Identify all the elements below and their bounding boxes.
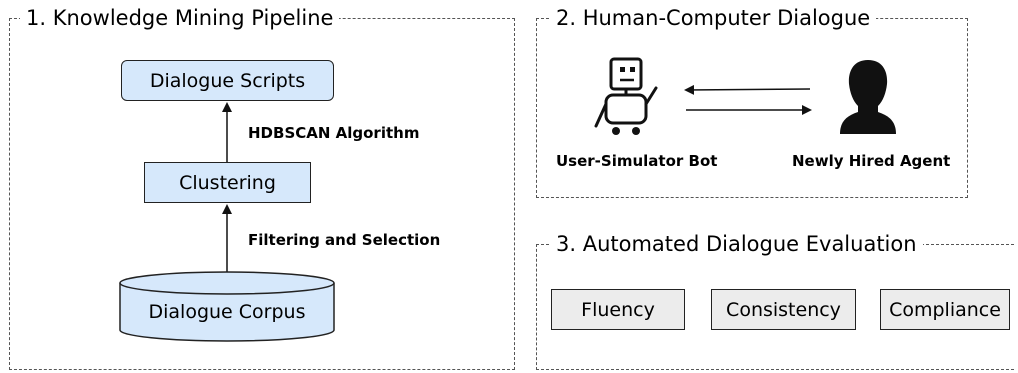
dialogue-corpus-node: Dialogue Corpus <box>119 271 335 342</box>
person-silhouette-icon <box>840 60 896 134</box>
bot-label: User-Simulator Bot <box>556 152 718 170</box>
dialogue-title: 2. Human-Computer Dialogue <box>550 6 877 30</box>
agent-label: Newly Hired Agent <box>792 152 951 170</box>
compliance-criterion: Compliance <box>880 289 1010 330</box>
arrow-agent-to-bot <box>684 84 811 95</box>
hdbscan-edge-label: HDBSCAN Algorithm <box>248 124 420 142</box>
dialogue-scripts-node: Dialogue Scripts <box>121 60 334 101</box>
robot-icon <box>594 57 658 135</box>
dialogue-corpus-label: Dialogue Corpus <box>149 301 306 323</box>
filtering-edge-label: Filtering and Selection <box>248 231 441 249</box>
evaluation-title: 3. Automated Dialogue Evaluation <box>550 232 923 256</box>
fluency-criterion: Fluency <box>551 289 685 330</box>
consistency-criterion: Consistency <box>711 289 856 330</box>
clustering-node: Clustering <box>144 162 311 203</box>
knowledge-mining-title: 1. Knowledge Mining Pipeline <box>20 6 340 30</box>
